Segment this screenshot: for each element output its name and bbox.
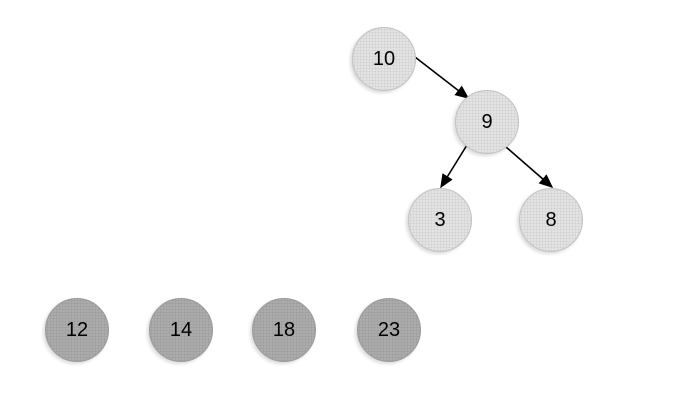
edge-10-to-9: [414, 56, 470, 99]
tree-node-9-label: 9: [481, 111, 493, 133]
tree-node-10: 10: [352, 27, 416, 91]
list-node-23-label: 23: [377, 319, 401, 341]
edge-9-to-8: [505, 146, 554, 188]
tree-node-8-label: 8: [545, 209, 557, 231]
list-node-12: 12: [45, 298, 109, 362]
list-node-18: 18: [252, 298, 316, 362]
list-node-14-label: 14: [169, 319, 193, 341]
tree-node-9: 9: [455, 90, 519, 154]
edge-9-to-3: [440, 144, 468, 189]
tree-node-8: 8: [519, 188, 583, 252]
list-node-23: 23: [357, 298, 421, 362]
list-node-18-label: 18: [272, 319, 296, 341]
list-node-14: 14: [149, 298, 213, 362]
tree-node-3-label: 3: [434, 209, 446, 231]
tree-node-10-label: 10: [372, 48, 396, 70]
list-node-12-label: 12: [65, 319, 89, 341]
tree-node-3: 3: [408, 188, 472, 252]
